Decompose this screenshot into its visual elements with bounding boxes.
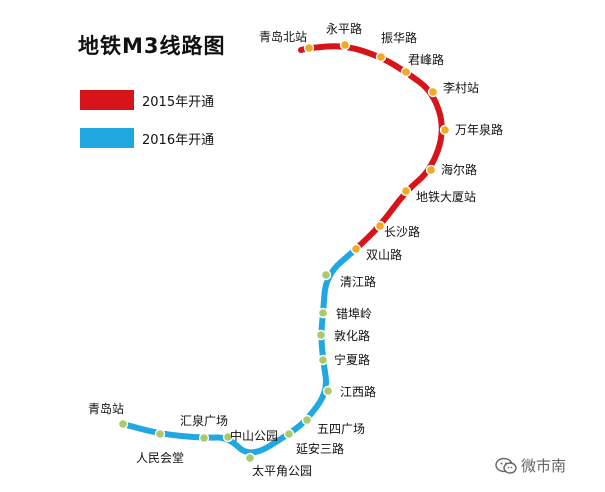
station-label: 中山公园 (230, 428, 278, 443)
station-marker (301, 414, 313, 426)
station-label: 延安三路 (296, 441, 344, 456)
station-label: 江西路 (340, 384, 376, 399)
station-marker (198, 432, 210, 444)
station-label: 青岛站 (88, 401, 124, 416)
station-marker (339, 39, 351, 51)
station-marker (117, 418, 129, 430)
station-marker (317, 354, 329, 366)
station-label: 敦化路 (334, 328, 370, 343)
station-label: 汇泉广场 (180, 414, 228, 428)
station-marker (439, 124, 451, 136)
watermark-text: 微市南 (521, 457, 567, 475)
station-label: 清江路 (340, 274, 376, 289)
station-marker (425, 164, 437, 176)
legend-label-2016: 2016年开通 (142, 133, 215, 148)
station-label: 李村站 (443, 80, 479, 95)
station-label: 宁夏路 (334, 352, 370, 367)
station-marker (222, 431, 234, 443)
watermark: 微市南 (495, 455, 566, 476)
station-marker (400, 185, 412, 197)
station-label: 太平角公园 (252, 463, 312, 478)
station-marker (427, 86, 439, 98)
legend-label-2015: 2015年开通 (142, 95, 215, 110)
station-label: 人民会堂 (136, 451, 184, 465)
line-segment-2015 (298, 43, 445, 252)
station-marker (350, 243, 362, 255)
station-marker (244, 452, 256, 464)
station-label: 错埠岭 (336, 307, 372, 321)
station-marker (317, 307, 329, 319)
station-marker (154, 428, 166, 440)
station-label: 振华路 (381, 30, 417, 45)
station-label: 五四广场 (317, 422, 365, 436)
station-marker (283, 428, 295, 440)
station-marker (400, 66, 412, 78)
station-marker (375, 51, 387, 63)
station-label: 海尔路 (441, 162, 477, 177)
station-label: 青岛北站 (259, 29, 307, 44)
legend-swatch-2016 (80, 128, 134, 148)
station-marker (303, 42, 315, 54)
station-marker (320, 269, 332, 281)
station-label: 万年泉路 (455, 122, 503, 137)
station-label: 永平路 (326, 21, 362, 36)
legend-swatch-2015 (80, 90, 134, 110)
map-title: 地铁M3线路图 (78, 34, 226, 58)
station-marker (315, 329, 327, 341)
station-marker (374, 220, 386, 232)
station-marker (322, 385, 334, 397)
station-label: 双山路 (366, 247, 402, 262)
station-label: 君峰路 (408, 52, 444, 67)
station-label: 长沙路 (384, 224, 420, 239)
wechat-icon (495, 457, 517, 474)
station-label: 地铁大厦站 (416, 190, 476, 204)
